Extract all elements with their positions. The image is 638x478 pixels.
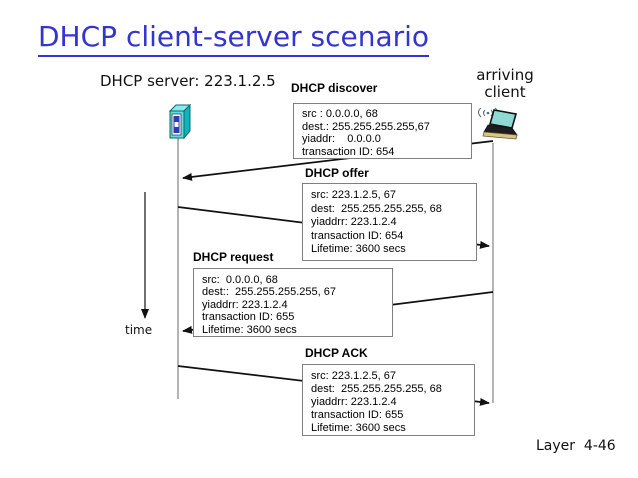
arriving-client-label: arriving client bbox=[468, 67, 542, 101]
dhcp-server-address-label: DHCP server: 223.1.2.5 bbox=[100, 72, 276, 90]
dhcp-request-label: DHCP request bbox=[193, 250, 274, 264]
dhcp-offer-box: src: 223.1.2.5, 67 dest: 255.255.255.255… bbox=[302, 183, 477, 261]
msg-line: yiaddrr: 223.1.2.4 bbox=[311, 216, 397, 229]
msg-line: src: 0.0.0.0, 68 bbox=[202, 274, 278, 286]
msg-line: src: 223.1.2.5, 67 bbox=[311, 370, 396, 382]
arriving-client-line2: client bbox=[484, 83, 526, 101]
msg-line: Lifetime: 3600 secs bbox=[202, 323, 297, 336]
msg-line: dest.: 255.255.255.255,67 bbox=[302, 120, 430, 133]
time-axis-label: time bbox=[125, 323, 153, 337]
msg-line: yiaddrr: 223.1.2.4 bbox=[311, 396, 397, 408]
msg-line: transaction ID: 654 bbox=[311, 229, 404, 242]
msg-line: yiaddrr: 223.1.2.4 bbox=[202, 298, 288, 311]
dhcp-discover-box: src : 0.0.0.0, 68 dest.: 255.255.255.255… bbox=[293, 103, 472, 159]
laptop-icon bbox=[477, 107, 518, 140]
server-icon bbox=[168, 104, 192, 140]
slide-title: DHCP client-server scenario bbox=[38, 20, 430, 57]
dhcp-ack-box: src: 223.1.2.5, 67 dest: 255.255.255.255… bbox=[302, 364, 475, 436]
dhcp-discover-label: DHCP discover bbox=[291, 81, 378, 95]
msg-line: Lifetime: 3600 secs bbox=[311, 243, 406, 256]
msg-line: Lifetime: 3600 secs bbox=[311, 422, 406, 434]
msg-line: dest: 255.255.255.255, 68 bbox=[311, 202, 442, 215]
msg-line: transaction ID: 654 bbox=[302, 145, 395, 158]
msg-line: src : 0.0.0.0, 68 bbox=[302, 108, 378, 120]
msg-line: transaction ID: 655 bbox=[202, 311, 295, 324]
msg-line: src: 223.1.2.5, 67 bbox=[311, 189, 396, 201]
msg-line: dest:: 255.255.255.255, 67 bbox=[202, 286, 336, 299]
msg-line: transaction ID: 655 bbox=[311, 409, 404, 421]
msg-line: yiaddr: 0.0.0.0 bbox=[302, 133, 381, 146]
msg-line: dest: 255.255.255.255, 68 bbox=[311, 383, 442, 395]
arriving-client-line1: arriving bbox=[476, 66, 534, 84]
dhcp-ack-label: DHCP ACK bbox=[305, 346, 368, 360]
dhcp-request-box: src: 0.0.0.0, 68 dest:: 255.255.255.255,… bbox=[193, 268, 393, 337]
slide-page-number: Layer 4-46 bbox=[536, 438, 616, 454]
dhcp-offer-label: DHCP offer bbox=[305, 166, 369, 180]
